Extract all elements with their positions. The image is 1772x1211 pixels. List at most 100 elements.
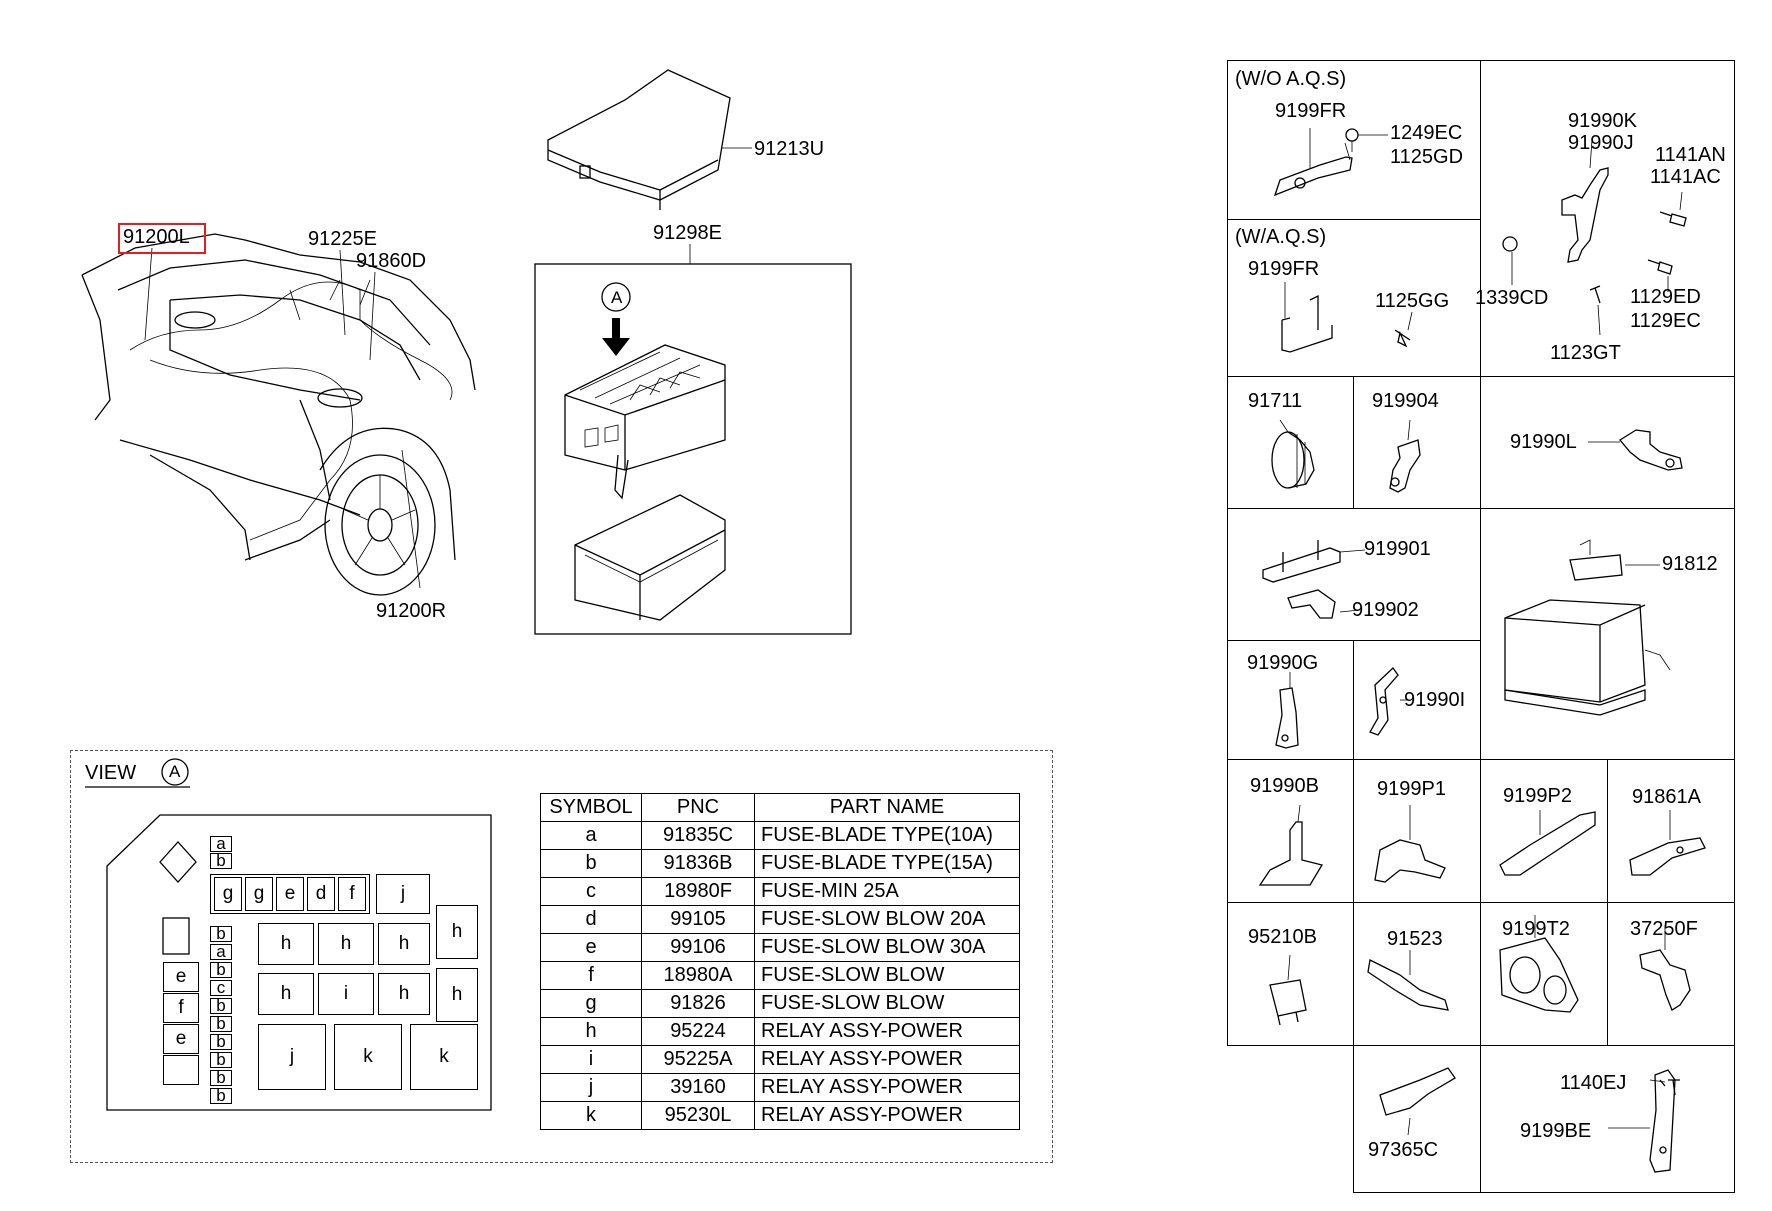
fuse-b-6[interactable]: b — [210, 1050, 232, 1069]
pnc-cell[interactable]: 91826 — [641, 989, 755, 1018]
pnc-cell[interactable]: 39160 — [641, 1073, 755, 1102]
label-1249EC[interactable]: 1249EC — [1390, 122, 1463, 144]
fuse-a-2[interactable]: a — [210, 942, 232, 961]
fuse-b-5[interactable]: b — [210, 1032, 232, 1051]
fuse-e-left-2[interactable]: e — [163, 1024, 199, 1054]
label-91225E[interactable]: 91225E — [308, 228, 377, 250]
fuse-d[interactable]: d — [307, 877, 335, 911]
fuse-box-cover — [547, 69, 731, 210]
label-37250F[interactable]: 37250F — [1630, 918, 1698, 940]
part-name-cell: RELAY ASSY-POWER — [754, 1101, 1020, 1130]
fuse-b-top[interactable]: b — [210, 851, 232, 870]
label-91298E[interactable]: 91298E — [653, 222, 722, 244]
label-1140EJ[interactable]: 1140EJ — [1560, 1072, 1627, 1094]
label-9199T2[interactable]: 9199T2 — [1502, 918, 1570, 940]
fuse-b-3[interactable]: b — [210, 996, 232, 1015]
label-91812[interactable]: 91812 — [1662, 553, 1718, 575]
label-1141AC[interactable]: 1141AC — [1650, 166, 1721, 188]
label-91990B[interactable]: 91990B — [1250, 775, 1319, 797]
relay-k-2[interactable]: k — [410, 1024, 478, 1090]
label-95210B[interactable]: 95210B — [1248, 926, 1317, 948]
relay-i[interactable]: i — [318, 973, 374, 1015]
label-1339CD[interactable]: 1339CD — [1475, 287, 1549, 309]
fuse-b-7[interactable]: b — [210, 1068, 232, 1087]
part-name-cell: FUSE-BLADE TYPE(15A) — [754, 849, 1020, 878]
pnc-cell[interactable]: 91835C — [641, 821, 755, 850]
label-1123GT[interactable]: 1123GT — [1550, 342, 1621, 364]
label-91990L[interactable]: 91990L — [1510, 431, 1577, 453]
label-9199FR-w[interactable]: 9199FR — [1248, 258, 1320, 280]
label-919901[interactable]: 919901 — [1364, 538, 1431, 560]
label-91860D[interactable]: 91860D — [356, 250, 427, 272]
fuse-empty-left[interactable] — [163, 1055, 199, 1085]
label-919902[interactable]: 919902 — [1352, 599, 1419, 621]
fuse-c[interactable]: c — [210, 978, 232, 997]
fuse-b-1[interactable]: b — [210, 924, 232, 943]
relay-h-2[interactable]: h — [318, 923, 374, 965]
label-91200R[interactable]: 91200R — [376, 600, 447, 622]
label-1141AN[interactable]: 1141AN — [1655, 144, 1726, 166]
label-919904[interactable]: 919904 — [1372, 390, 1439, 412]
label-9199BE[interactable]: 9199BE — [1520, 1120, 1592, 1142]
part-name-cell: FUSE-SLOW BLOW 20A — [754, 905, 1020, 934]
label-9199P2[interactable]: 9199P2 — [1503, 785, 1572, 807]
fuse-g-1[interactable]: g — [214, 877, 242, 911]
part-name-cell: RELAY ASSY-POWER — [754, 1017, 1020, 1046]
w-aqs-title: (W/A.Q.S) — [1235, 226, 1327, 248]
relay-j-top[interactable]: j — [376, 874, 430, 914]
label-9199P1[interactable]: 9199P1 — [1377, 778, 1446, 800]
label-91990J[interactable]: 91990J — [1568, 132, 1634, 154]
part-name-cell: FUSE-SLOW BLOW 30A — [754, 933, 1020, 962]
label-91990G[interactable]: 91990G — [1247, 652, 1319, 674]
relay-h-5[interactable]: h — [258, 973, 314, 1015]
label-91990I[interactable]: 91990I — [1404, 689, 1466, 711]
relay-h-6[interactable]: h — [378, 973, 430, 1015]
label-91990K[interactable]: 91990K — [1568, 110, 1637, 132]
pnc-cell[interactable]: 95224 — [641, 1017, 755, 1046]
label-1129EC[interactable]: 1129EC — [1630, 310, 1701, 332]
fuse-box-drawing — [564, 282, 726, 621]
label-91200L[interactable]: 91200L — [123, 226, 190, 248]
highlighted-part-box[interactable] — [118, 223, 206, 254]
label-1129ED[interactable]: 1129ED — [1630, 286, 1701, 308]
label-9199FR-wo[interactable]: 9199FR — [1275, 100, 1347, 122]
label-91213U[interactable]: 91213U — [754, 138, 825, 160]
pnc-cell[interactable]: 99106 — [641, 933, 755, 962]
fuse-g-2[interactable]: g — [245, 877, 273, 911]
label-1125GG[interactable]: 1125GG — [1375, 290, 1450, 312]
relay-h-4[interactable]: h — [436, 905, 478, 959]
fuse-e-left-1[interactable]: e — [163, 962, 199, 992]
fuse-f-1[interactable]: f — [338, 877, 366, 911]
relay-h-1[interactable]: h — [258, 923, 314, 965]
fuse-b-2[interactable]: b — [210, 960, 232, 979]
pnc-cell[interactable]: 95230L — [641, 1101, 755, 1130]
label-1125GD[interactable]: 1125GD — [1390, 146, 1464, 168]
pnc-cell[interactable]: 18980A — [641, 961, 755, 990]
pnc-cell[interactable]: 95225A — [641, 1045, 755, 1074]
label-97365C[interactable]: 97365C — [1368, 1139, 1439, 1161]
fuse-b-4[interactable]: b — [210, 1014, 232, 1033]
fuse-e-1[interactable]: e — [276, 877, 304, 911]
fuse-b-8[interactable]: b — [210, 1086, 232, 1105]
relay-j-bottom[interactable]: j — [258, 1024, 326, 1090]
fuse-a-top[interactable]: a — [210, 834, 232, 853]
relay-k-1[interactable]: k — [334, 1024, 402, 1090]
relay-h-3[interactable]: h — [378, 923, 430, 965]
relay-h-7[interactable]: h — [436, 968, 478, 1022]
label-91711[interactable]: 91711 — [1248, 390, 1303, 412]
label-91861A[interactable]: 91861A — [1632, 786, 1701, 808]
view-a-title: VIEW — [85, 762, 137, 784]
fuse-f-left[interactable]: f — [163, 993, 199, 1023]
label-91523[interactable]: 91523 — [1387, 928, 1443, 950]
view-a-panel — [70, 750, 1053, 1163]
cell-9199BE[interactable] — [1480, 1045, 1735, 1193]
